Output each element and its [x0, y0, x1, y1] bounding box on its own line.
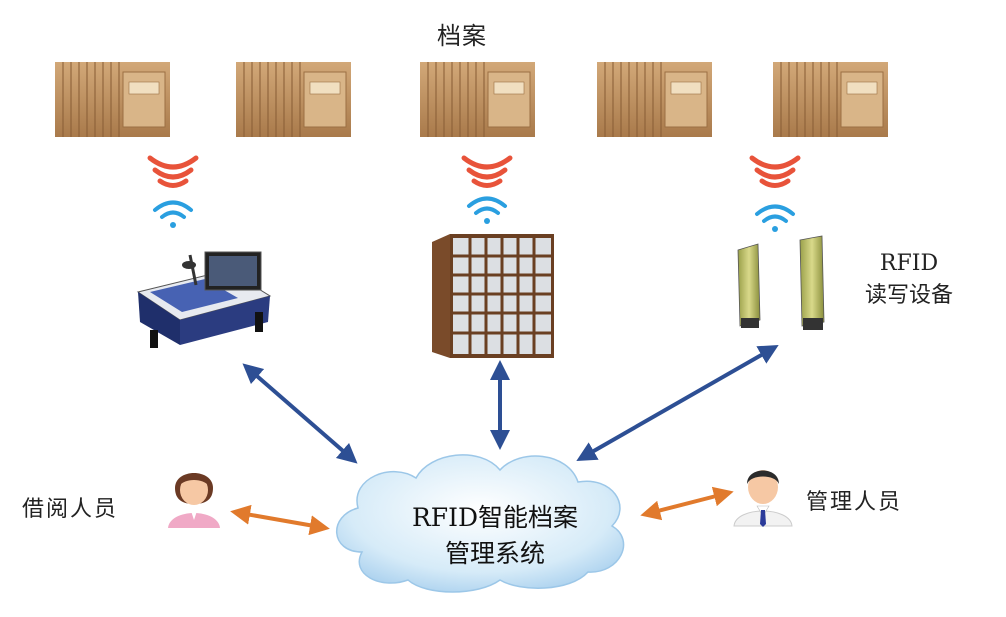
archive-box-icon — [773, 62, 888, 137]
cloud-label-line2: 管理系统 — [444, 539, 545, 568]
manager-label: 管理人员 — [806, 490, 903, 515]
rfid-device-label-line1: RFID — [879, 251, 939, 276]
rfid-signal-icon — [461, 155, 513, 188]
archive-box-icon — [597, 62, 712, 137]
workstation-icon — [136, 251, 272, 348]
rfid-device-label: RFID 读写设备 — [865, 248, 953, 312]
arrow-workstation-cloud — [242, 363, 358, 464]
arrow-borrower-cloud — [230, 504, 330, 536]
archive-box-icon — [55, 62, 170, 137]
shelf-icon — [432, 234, 554, 358]
wifi-icon — [153, 200, 193, 228]
arrow-gate-cloud — [576, 345, 779, 461]
gate-reader-icon — [737, 235, 825, 330]
rfid-signal-icon — [147, 155, 199, 188]
cloud-label: RFID智能档案 管理系统 — [365, 500, 625, 572]
cloud-label-line1: RFID智能档案 — [411, 503, 579, 532]
rfid-signal-icon — [749, 155, 801, 188]
female-user-icon — [168, 473, 220, 528]
archive-box-icon — [236, 62, 351, 137]
wifi-icon — [467, 196, 507, 224]
wifi-icon — [755, 204, 795, 232]
rfid-device-label-line2: 读写设备 — [865, 283, 954, 308]
arrow-cloud-manager — [640, 486, 734, 521]
archives-title: 档案 — [437, 22, 487, 50]
archive-box-icon — [420, 62, 535, 137]
male-user-icon — [733, 470, 793, 527]
cloud-icon — [336, 454, 625, 593]
borrower-label: 借阅人员 — [22, 497, 119, 522]
